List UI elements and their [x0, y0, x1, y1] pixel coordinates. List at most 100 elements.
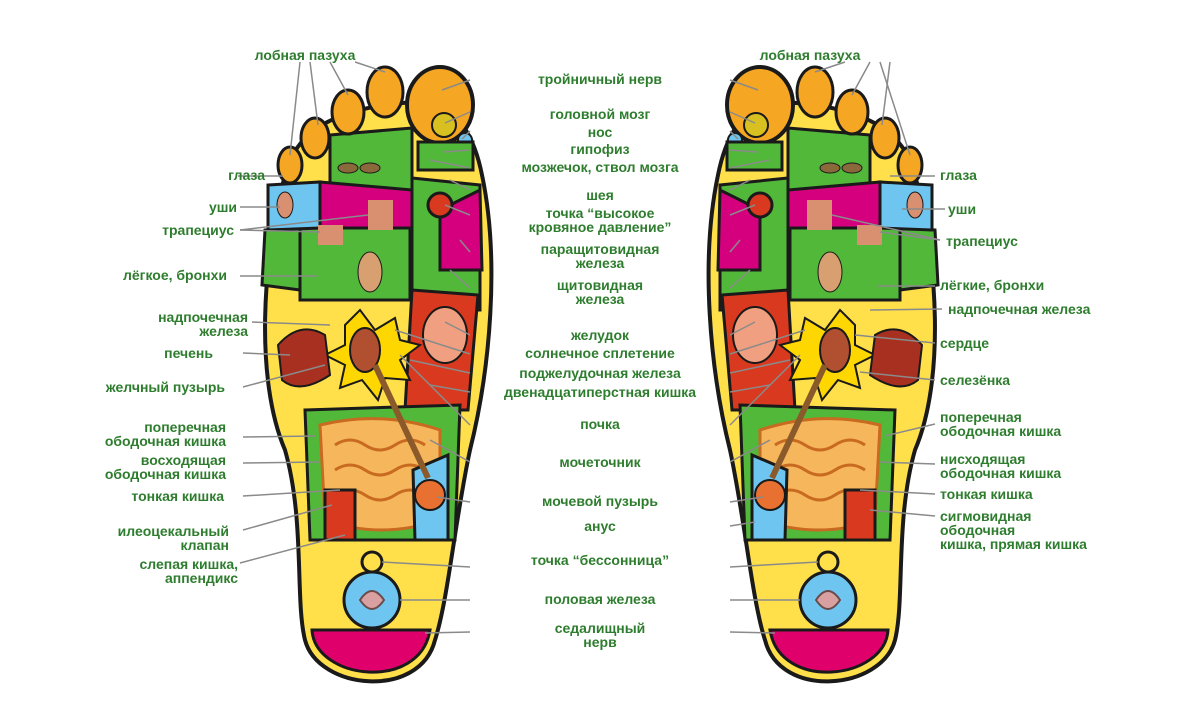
right-lungs-label: лёгкие, бронхи — [940, 277, 1045, 293]
leader-line — [409, 359, 471, 374]
solar-plexus-label: солнечное сплетение — [525, 345, 675, 361]
leader-line — [242, 489, 341, 497]
left-ears-label: уши — [208, 199, 237, 215]
left-ascending-colon-label: восходящая ободочная кишка — [104, 452, 226, 482]
leader-line — [729, 631, 776, 634]
right-ears-label: уши — [948, 201, 977, 217]
leader-line — [444, 321, 471, 336]
leader-line — [394, 329, 471, 355]
leader-line — [879, 61, 911, 156]
leader-line — [444, 111, 471, 124]
leader-line — [729, 179, 751, 191]
leader-line — [424, 631, 471, 634]
leader-line — [444, 204, 471, 216]
leader-line — [239, 534, 346, 564]
left-trapezius-label: трапециус — [162, 222, 234, 238]
leader-line — [859, 371, 936, 381]
kidney-label: почка — [580, 416, 620, 432]
leader-line — [329, 61, 349, 96]
leader-line — [729, 439, 771, 463]
leader-line — [239, 229, 321, 233]
left-foot — [262, 67, 491, 681]
neck-label: шея — [586, 187, 614, 203]
leader-line — [879, 461, 936, 465]
pituitary-label: гипофиз — [570, 141, 630, 157]
left-liver-label: печень — [164, 345, 213, 361]
right-foot-shape — [709, 67, 938, 681]
right-heart-label: сердце — [940, 335, 990, 351]
leader-line — [242, 461, 321, 464]
left-gallbladder-label: желчный пузырь — [105, 379, 225, 395]
leader-line — [729, 359, 791, 374]
leader-line — [242, 504, 333, 531]
leader-line — [729, 561, 819, 568]
leader-line — [251, 321, 331, 326]
leader-line — [381, 561, 471, 568]
ureter-label: мочеточник — [559, 454, 641, 470]
right-adrenal-label: надпочечная железа — [948, 301, 1091, 317]
leader-line — [461, 130, 471, 140]
cerebellum-label: мозжечок, ствол мозга — [521, 159, 679, 175]
leader-line — [239, 214, 369, 231]
brain-label: головной мозг — [549, 106, 651, 122]
parathyroid-label: паращитовидная железа — [540, 241, 660, 271]
stomach-label: желудок — [570, 327, 630, 343]
right-descending-colon-label: нисходящая ободочная кишка — [940, 451, 1062, 481]
thyroid-label: щитовидная железа — [556, 277, 644, 307]
leader-line — [729, 496, 764, 503]
anus-label: анус — [584, 518, 616, 534]
leader-line — [879, 231, 941, 241]
right-spleen-label: селезёнка — [940, 372, 1011, 388]
leader-line — [729, 321, 756, 336]
leader-line — [854, 334, 936, 344]
gonad-label: половая железа — [544, 591, 656, 607]
left-frontal-sinus-label: лобная пазуха — [254, 47, 356, 63]
left-adrenal-label: надпочечная железа — [158, 309, 248, 339]
leader-line — [729, 521, 756, 527]
leader-line — [429, 439, 471, 463]
leader-line — [441, 79, 471, 91]
left-transverse-colon-label: поперечная ободочная кишка — [104, 419, 226, 449]
leader-line — [729, 354, 801, 426]
leader-line — [729, 239, 741, 253]
blood-pressure-label: точка “высокое кровяное давление” — [528, 205, 672, 235]
leader-line — [851, 61, 871, 96]
left-ileocecal-label: илеоцекальный клапан — [117, 523, 229, 553]
left-lungs-label: лёгкое, бронхи — [122, 267, 227, 283]
leader-line — [831, 214, 941, 241]
pancreas-label: поджелудочная железа — [519, 365, 681, 381]
insomnia-label: точка “бессонница” — [530, 552, 670, 568]
leader-line — [242, 352, 291, 356]
leader-line — [729, 159, 771, 169]
right-transverse-colon-label: поперечная ободочная кишка — [940, 409, 1062, 439]
right-small-intestine-label: тонкая кишка — [940, 486, 1033, 502]
leader-line — [436, 496, 471, 503]
leader-line — [881, 61, 891, 126]
bladder-label: мочевой пузырь — [542, 493, 658, 509]
leader-line — [729, 111, 756, 124]
left-eyes-label: глаза — [228, 167, 265, 183]
leader-line — [729, 269, 751, 289]
leader-line — [729, 149, 758, 153]
leader-line — [814, 61, 846, 73]
left-foot-shape — [262, 67, 491, 681]
duodenum-label: двенадцатиперстная кишка — [503, 384, 697, 400]
leader-line — [729, 384, 771, 393]
leader-line — [449, 179, 471, 191]
leader-line — [309, 61, 319, 126]
leader-line — [242, 364, 326, 388]
left-small-intestine-label: тонкая кишка — [131, 488, 224, 504]
leader-line — [399, 354, 471, 426]
leader-line — [429, 384, 471, 393]
leader-lines — [238, 61, 945, 634]
leader-line — [289, 61, 301, 156]
sciatic-label: седалищный нерв — [554, 620, 646, 650]
right-frontal-sinus-label: лобная пазуха — [759, 47, 861, 63]
leader-line — [459, 239, 471, 253]
right-foot — [709, 67, 938, 681]
right-trapezius-label: трапециус — [946, 233, 1018, 249]
trigeminal-label: тройничный нерв — [537, 71, 663, 87]
left-cecum-label: слепая кишка, аппендикс — [139, 556, 238, 586]
leader-line — [242, 435, 316, 438]
